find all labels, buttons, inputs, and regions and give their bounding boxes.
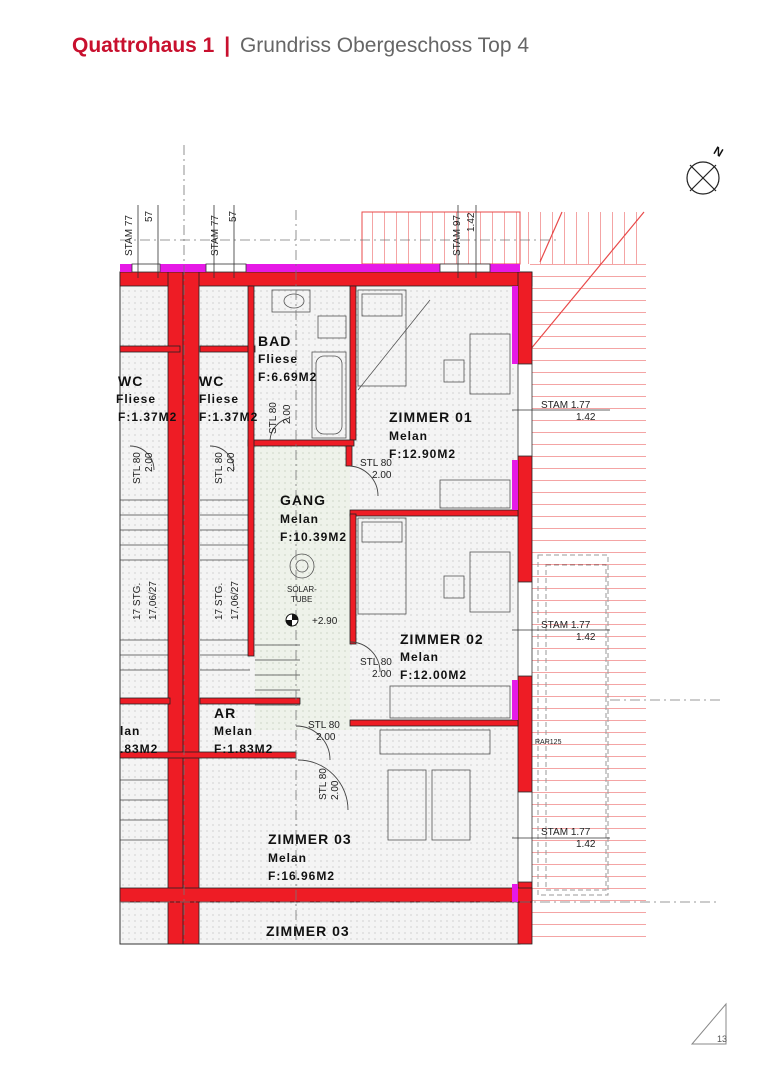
room-name: BAD bbox=[258, 333, 291, 349]
dim-stam-r1b: 1.42 bbox=[576, 412, 596, 423]
room-material: Melan bbox=[268, 851, 307, 865]
dim-stam-r3: STAM 1.77 bbox=[541, 827, 591, 838]
room-material: Melan bbox=[389, 429, 428, 443]
stl-label-e: STL 80 bbox=[268, 402, 279, 434]
stl-label-f: STL 80 bbox=[132, 452, 143, 484]
windows bbox=[131, 263, 533, 883]
title-separator: | bbox=[224, 34, 231, 57]
walls bbox=[119, 271, 533, 945]
room-ar: AR Melan F:1.83M2 bbox=[214, 705, 273, 756]
level-marker-icon bbox=[285, 613, 299, 627]
room-name: WC bbox=[118, 373, 143, 389]
roof-hatching bbox=[361, 211, 646, 944]
room-zimmer-01: ZIMMER 01 Melan F:12.90M2 bbox=[389, 409, 473, 461]
stair-label-2b: 17,06/27 bbox=[230, 581, 241, 620]
stl-label-c: STL 80 bbox=[308, 720, 340, 731]
room-gang: GANG Melan F:10.39M2 bbox=[280, 492, 347, 544]
dim-stam2: STAM 77 bbox=[210, 215, 221, 256]
room-zimmer-02: ZIMMER 02 Melan F:12.00M2 bbox=[400, 631, 484, 682]
room-material: Fliese bbox=[199, 392, 239, 406]
stl-label-b: STL 80 bbox=[360, 657, 392, 668]
room-name: ZIMMER 02 bbox=[400, 631, 484, 647]
page-corner-mark bbox=[690, 1002, 727, 1045]
room-name: GANG bbox=[280, 492, 326, 508]
room-name: AR bbox=[214, 705, 236, 721]
room-material: Melan bbox=[400, 650, 439, 664]
room-area: .83M2 bbox=[120, 742, 158, 756]
room-area: F:1.37M2 bbox=[118, 410, 177, 424]
stl-label-fb: 2.00 bbox=[144, 452, 155, 472]
room-left-partial: lan .83M2 bbox=[120, 724, 158, 756]
room-area: F:10.39M2 bbox=[280, 530, 347, 544]
level-label: +2.90 bbox=[312, 616, 338, 627]
stair-label-1: 17 STG. bbox=[132, 583, 143, 620]
stl-label-eb: 2.00 bbox=[282, 404, 293, 424]
room-material: Fliese bbox=[116, 392, 156, 406]
room-area: F:6.69M2 bbox=[258, 370, 317, 384]
dim-stam-r2b: 1.42 bbox=[576, 632, 596, 643]
door-swings bbox=[129, 417, 381, 811]
room-name: ZIMMER 03 bbox=[268, 831, 352, 847]
axis-lines bbox=[120, 145, 720, 944]
room-material: lan bbox=[120, 724, 140, 738]
room-zimmer-03: ZIMMER 03 Melan F:16.96M2 bbox=[268, 831, 352, 883]
brand-title: Quattrohaus 1 bbox=[72, 34, 215, 57]
insulation-strips bbox=[120, 264, 520, 902]
dim-stam1b: 57 bbox=[144, 210, 155, 222]
rar-label: RAR125 bbox=[535, 739, 562, 746]
compass-icon: N bbox=[686, 143, 727, 195]
page-header: Quattrohaus 1 | Grundriss Obergeschoss T… bbox=[72, 34, 529, 58]
solar-tube-label-2: TUBE bbox=[291, 595, 312, 604]
stl-label-cb: 2.00 bbox=[316, 732, 336, 743]
dim-stam-r1: STAM 1.77 bbox=[541, 400, 591, 411]
room-material: Melan bbox=[214, 724, 253, 738]
room-area: F:12.00M2 bbox=[400, 668, 467, 682]
room-area: F:1.37M2 bbox=[199, 410, 258, 424]
stl-label-g: STL 80 bbox=[214, 452, 225, 484]
stair-label-1b: 17,06/27 bbox=[148, 581, 159, 620]
room-name: ZIMMER 03 bbox=[266, 923, 350, 939]
room-zimmer-03-lower: ZIMMER 03 bbox=[266, 923, 350, 939]
page-number: 13 bbox=[716, 1034, 727, 1044]
dim-stam-r2: STAM 1.77 bbox=[541, 620, 591, 631]
solar-tube-label: SOLAR- bbox=[287, 585, 317, 594]
dim-stam-r3b: 1.42 bbox=[576, 839, 596, 850]
room-area: F:1.83M2 bbox=[214, 742, 273, 756]
room-area: F:16.96M2 bbox=[268, 869, 335, 883]
room-material: Fliese bbox=[258, 352, 298, 366]
stl-label-bb: 2.00 bbox=[372, 669, 392, 680]
stl-label-a: STL 80 bbox=[360, 458, 392, 469]
dim-stam2b: 57 bbox=[228, 210, 239, 222]
dim-stam3: STAM 97 bbox=[452, 215, 463, 256]
dim-stam3b: 1.42 bbox=[466, 212, 477, 232]
room-wc-left: WC Fliese F:1.37M2 bbox=[116, 373, 177, 424]
dim-stam1: STAM 77 bbox=[124, 215, 135, 256]
compass-north-label: N bbox=[711, 143, 726, 160]
stl-label-ab: 2.00 bbox=[372, 470, 392, 481]
stl-label-db: 2.00 bbox=[330, 780, 341, 800]
stl-label-d: STL 80 bbox=[318, 768, 329, 800]
room-wc-right: WC Fliese F:1.37M2 bbox=[199, 373, 258, 424]
room-bad: BAD Fliese F:6.69M2 bbox=[258, 333, 317, 384]
room-name: WC bbox=[199, 373, 224, 389]
stair-treads bbox=[120, 499, 300, 841]
stl-label-gb: 2.00 bbox=[226, 452, 237, 472]
room-name: ZIMMER 01 bbox=[389, 409, 473, 425]
page-subtitle: Grundriss Obergeschoss Top 4 bbox=[239, 34, 530, 57]
stair-label-2: 17 STG. bbox=[214, 583, 225, 620]
room-area: F:12.90M2 bbox=[389, 447, 456, 461]
dimension-lines bbox=[137, 205, 610, 839]
room-material: Melan bbox=[280, 512, 319, 526]
